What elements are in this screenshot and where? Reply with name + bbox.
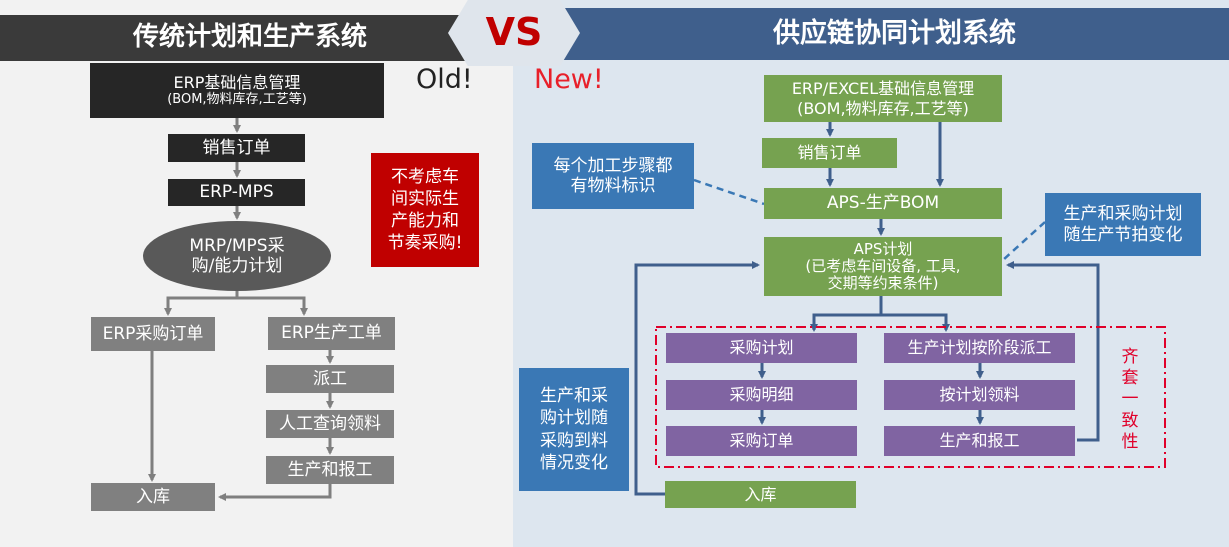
note-line: 产能力和 [391, 211, 459, 231]
right-stage-dispatch: 生产计划按阶段派工 [884, 333, 1075, 363]
right-aps-plan: APS计划 (已考虑车间设备, 工具, 交期等约束条件) [764, 237, 1002, 296]
callout-plan-follow-takt: 生产和采购计划 随生产节拍变化 [1045, 193, 1201, 256]
callout-line: 生产和采购计划 [1063, 204, 1183, 225]
kit-consistency-label: 齐 套 一 致 性 [1113, 340, 1147, 460]
callout-line: 每个加工步骤都 [553, 155, 673, 176]
left-dispatch: 派工 [266, 365, 394, 393]
right-purchase-detail: 采购明细 [666, 380, 857, 410]
right-warehouse-in: 入库 [665, 481, 856, 508]
old-label: Old! [416, 64, 473, 95]
right-header-title: 供应链协同计划系统 [560, 8, 1229, 60]
left-erp-base-info: ERP基础信息管理 (BOM,物料库存,工艺等) [90, 63, 384, 118]
note-line: 节奏采购! [387, 233, 463, 254]
callout-purchase-arrival: 生产和采 购计划随 采购到料 情况变化 [519, 368, 629, 491]
left-production-order: ERP生产工单 [268, 317, 395, 350]
new-label: New! [534, 64, 604, 95]
left-mrp-mps-plan: MRP/MPS采 购/能力计划 [143, 221, 331, 291]
right-production-report: 生产和报工 [884, 426, 1075, 456]
left-mrp-line2: 购/能力计划 [191, 256, 283, 276]
right-erp-base-info: ERP/EXCEL基础信息管理 (BOM,物料库存,工艺等) [764, 75, 1002, 122]
right-erp-base-line1: ERP/EXCEL基础信息管理 [791, 79, 975, 99]
kit-char: 套 [1121, 368, 1139, 389]
kit-char: 一 [1121, 389, 1139, 410]
aps-plan-line3: 交期等约束条件) [827, 274, 939, 293]
callout-line: 采购到料 [540, 430, 608, 451]
aps-plan-line1: APS计划 [853, 239, 913, 258]
left-mrp-line1: MRP/MPS采 [189, 235, 285, 256]
left-production-report: 生产和报工 [266, 456, 394, 484]
vs-label: VS [485, 10, 543, 55]
left-purchase-order: ERP采购订单 [91, 317, 215, 351]
note-line: 间实际生 [391, 188, 459, 209]
callout-line: 随生产节拍变化 [1063, 224, 1183, 245]
left-erp-base-line2: (BOM,物料库存,工艺等) [167, 92, 307, 108]
right-purchase-plan: 采购计划 [666, 333, 857, 363]
callout-line: 生产和采 [540, 386, 608, 407]
left-warning-note: 不考虑车 间实际生 产能力和 节奏采购! [371, 153, 479, 267]
right-sales-order: 销售订单 [762, 138, 897, 168]
callout-line: 有物料标识 [570, 176, 656, 196]
kit-char: 致 [1121, 410, 1139, 431]
right-aps-bom: APS-生产BOM [764, 188, 1002, 219]
right-erp-base-line2: (BOM,物料库存,工艺等) [797, 98, 969, 118]
left-erp-base-line1: ERP基础信息管理 [173, 73, 301, 93]
kit-char: 齐 [1121, 346, 1139, 367]
aps-plan-line2: (已考虑车间设备, 工具, [805, 256, 961, 275]
callout-line: 情况变化 [540, 452, 608, 473]
note-line: 不考虑车 [391, 166, 459, 187]
callout-material-id: 每个加工步骤都 有物料标识 [532, 143, 694, 209]
left-manual-query: 人工查询领料 [266, 410, 394, 438]
left-sales-order: 销售订单 [168, 134, 305, 162]
right-material-pick: 按计划领料 [884, 380, 1075, 410]
callout-line: 购计划随 [540, 408, 608, 429]
vs-badge [448, 0, 580, 66]
left-header-title: 传统计划和生产系统 [0, 15, 500, 61]
kit-char: 性 [1121, 431, 1139, 452]
left-warehouse-in: 入库 [91, 483, 215, 511]
right-purchase-order: 采购订单 [666, 426, 857, 456]
left-erp-mps: ERP-MPS [168, 179, 305, 206]
